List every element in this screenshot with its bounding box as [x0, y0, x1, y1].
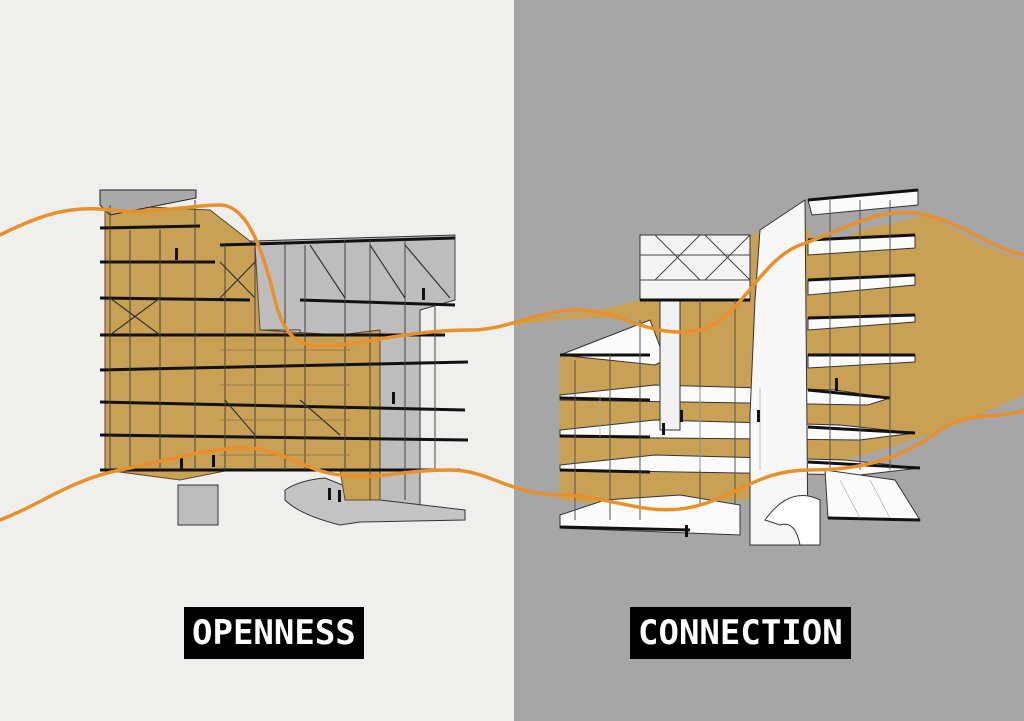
right-building-core [749, 199, 809, 546]
left-building-bracing [109, 244, 451, 436]
left-building-base [177, 484, 219, 526]
openness-label: OPENNESS [184, 607, 364, 659]
left-building-people [175, 248, 425, 502]
left-building [99, 189, 469, 526]
right-building-truss [639, 234, 751, 301]
right-building-curved-stair [764, 495, 821, 546]
connection-label: CONNECTION [630, 607, 851, 659]
right-building-truss-bracing [640, 234, 751, 281]
left-building-roof [99, 189, 197, 216]
right-building [514, 188, 1024, 546]
orange-flow-lines [0, 203, 1024, 522]
right-building-people [662, 378, 838, 537]
left-building-columns [109, 200, 456, 500]
orange-line-upper [0, 203, 1024, 348]
orange-line-lower [0, 408, 1024, 522]
right-building-left-core [659, 299, 681, 431]
right-building-floor-grid [599, 388, 891, 519]
